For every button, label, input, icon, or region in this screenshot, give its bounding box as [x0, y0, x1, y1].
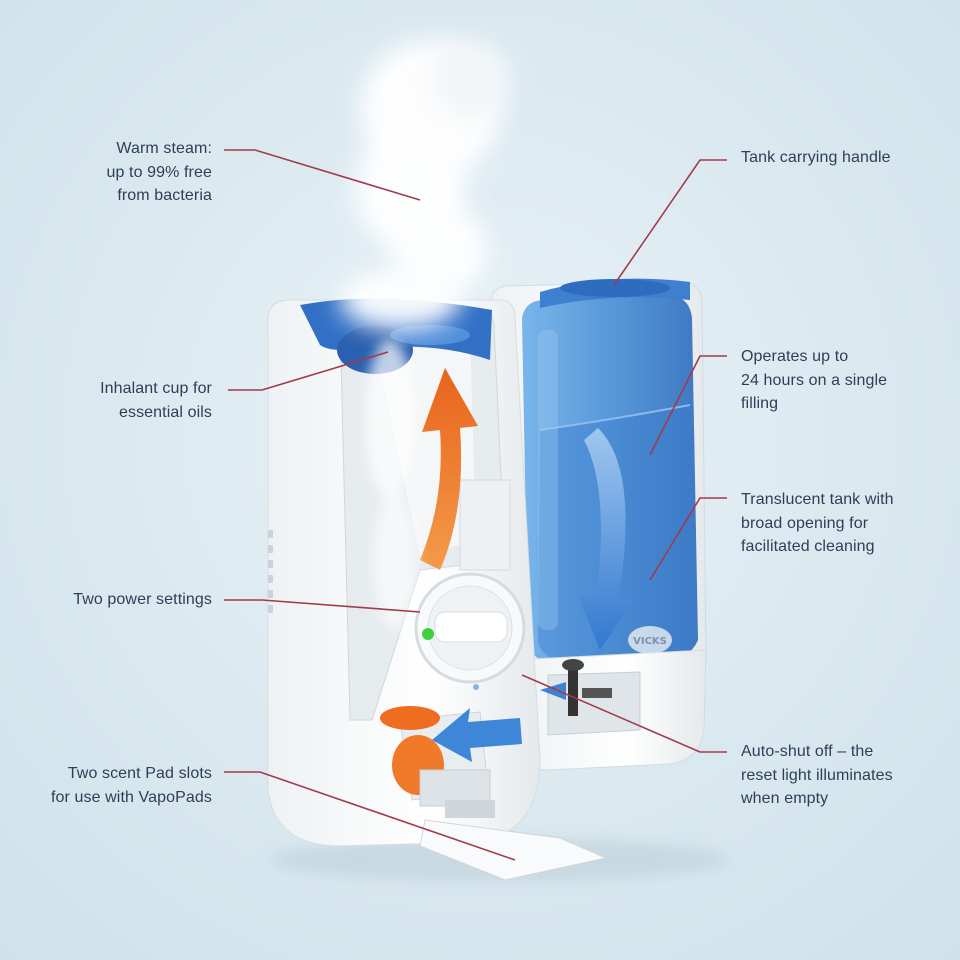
leader-inhalant-cup — [228, 351, 389, 391]
power-dial — [414, 572, 526, 690]
leader-scent-pad — [224, 771, 516, 861]
callout-auto-shutoff: Auto-shut off – the reset light illumina… — [741, 743, 893, 807]
vicks-logo: VICKS — [633, 636, 667, 647]
leader-translucent-tank — [649, 497, 727, 581]
leader-tank-handle — [613, 159, 727, 286]
leader-lines — [224, 149, 727, 861]
leader-power-settings — [224, 599, 421, 613]
callout-scent-pad-slots: Two scent Pad slots for use with VapoPad… — [50, 765, 212, 806]
power-indicator-light — [422, 628, 434, 640]
leader-operates — [649, 355, 727, 456]
callout-inhalant-cup: Inhalant cup for essential oils — [100, 380, 212, 421]
callout-operates: Operates up to 24 hours on a single fill… — [741, 348, 888, 412]
steam-cloud — [340, 40, 510, 630]
callout-warm-steam: Warm steam: up to 99% free from bacteria — [106, 140, 212, 204]
leader-auto-shutoff — [521, 674, 727, 753]
leader-warm-steam — [224, 149, 421, 201]
callout-power-settings: Two power settings — [73, 591, 212, 608]
water-flow-arrow — [578, 428, 634, 650]
steam-flow-arrow — [420, 368, 478, 570]
callout-translucent-tank: Translucent tank with broad opening for … — [741, 491, 894, 555]
pad-flow-arrow — [432, 708, 522, 762]
callout-tank-handle: Tank carrying handle — [741, 149, 891, 166]
